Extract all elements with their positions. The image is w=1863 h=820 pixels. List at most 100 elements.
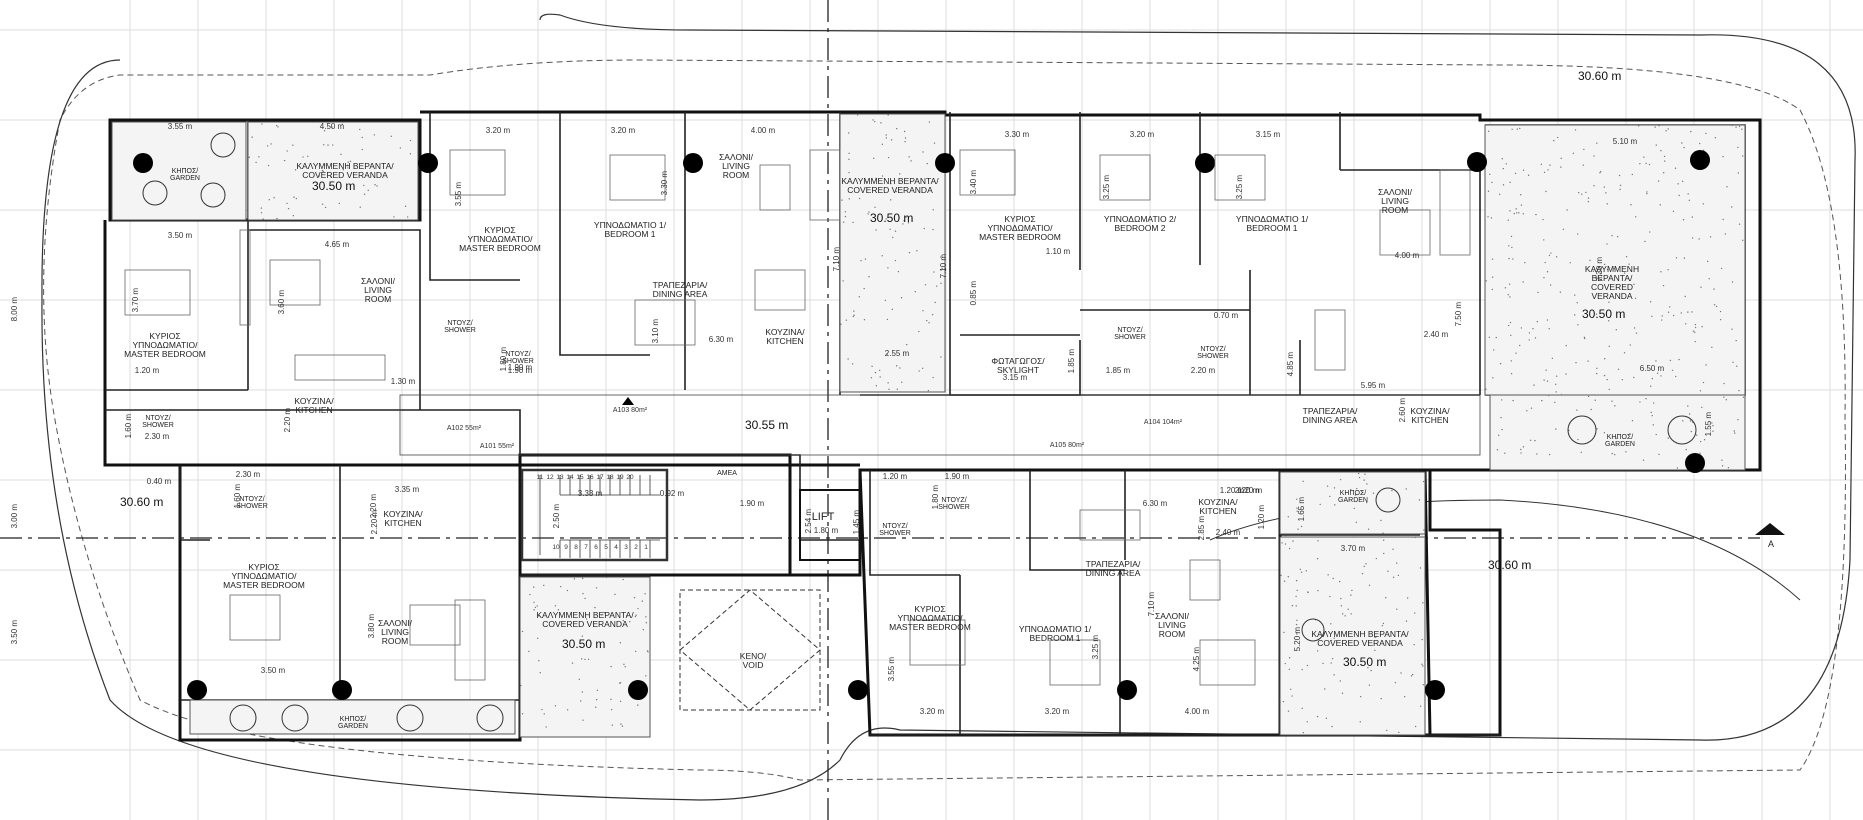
dim: 3.55 m	[167, 122, 193, 131]
hatch-dot	[374, 184, 376, 186]
hatch-dot	[1644, 240, 1646, 243]
hatch-dot	[1639, 401, 1641, 403]
hatch-dot	[853, 314, 855, 316]
hatch-dot	[1299, 568, 1301, 571]
dim: 1.90 m	[507, 363, 533, 372]
hatch-dot	[1616, 235, 1619, 238]
hatch-dot	[1546, 380, 1549, 382]
hatch-dot	[872, 157, 875, 159]
hatch-dot	[1509, 321, 1512, 324]
hatch-dot	[905, 216, 907, 218]
dim-v: 3.10 m	[651, 318, 661, 344]
room-shower-a102: ΝΤΟΥΖ/ SHOWER	[142, 415, 174, 430]
hatch-dot	[1364, 473, 1366, 475]
hatch-dot	[1643, 156, 1645, 158]
hatch-dot	[1363, 479, 1365, 481]
hatch-dot	[1383, 552, 1385, 555]
hatch-dot	[918, 330, 920, 333]
hatch-dot	[1614, 453, 1616, 456]
hatch-dot	[1385, 597, 1387, 599]
dim: 3.50 m	[167, 231, 193, 240]
hatch-dot	[644, 593, 646, 595]
hatch-dot	[341, 123, 343, 126]
tree	[229, 704, 257, 732]
hatch-dot	[1317, 590, 1319, 592]
hatch-dot	[1737, 172, 1740, 174]
hatch-dot	[1302, 480, 1304, 482]
hatch-dot	[1569, 262, 1571, 264]
hatch-dot	[521, 713, 524, 715]
dim-v: 1.80 m	[499, 346, 509, 372]
hatch-dot	[1283, 580, 1286, 582]
dim-v: 1.60 m	[233, 483, 243, 509]
hatch-dot	[1554, 383, 1557, 386]
hatch-dot	[634, 615, 637, 618]
hatch-dot	[933, 142, 936, 144]
hatch-dot	[323, 130, 326, 132]
hatch-dot	[1386, 729, 1388, 732]
hatch-dot	[1629, 344, 1631, 346]
hatch-dot	[276, 217, 278, 220]
hatch-dot	[1604, 358, 1606, 360]
hatch-dot	[520, 684, 522, 687]
hatch-dot	[1365, 562, 1367, 565]
hatch-dot	[533, 609, 535, 611]
hatch-dot	[1738, 125, 1741, 128]
hatch-dot	[603, 612, 606, 614]
hatch-dot	[1606, 378, 1608, 381]
hatch-dot	[1596, 428, 1598, 430]
dim-v: 7.30 m	[1595, 256, 1605, 282]
hatch-dot	[1559, 291, 1562, 293]
hatch-dot	[1737, 146, 1739, 149]
hatch-dot	[1518, 212, 1520, 214]
hatch-dot	[1674, 167, 1677, 169]
hatch-dot	[1731, 328, 1733, 330]
hatch-dot	[1705, 364, 1707, 366]
hatch-dot	[1690, 430, 1693, 433]
hatch-dot	[1301, 508, 1303, 511]
level-top-right: 30.60 m	[1578, 69, 1622, 83]
hatch-dot	[923, 227, 925, 230]
hatch-dot	[1639, 163, 1641, 165]
hatch-dot	[1549, 164, 1551, 166]
hatch-dot	[399, 147, 402, 149]
dim: 1.20 m	[134, 366, 160, 375]
hatch-dot	[324, 206, 327, 209]
hatch-dot	[1688, 413, 1691, 415]
column	[1425, 680, 1445, 700]
hatch-dot	[1599, 272, 1601, 275]
hatch-dot	[874, 120, 876, 123]
hatch-dot	[1557, 136, 1559, 139]
hatch-dot	[940, 256, 942, 258]
hatch-dot	[1577, 324, 1579, 326]
column	[628, 680, 648, 700]
dim: 3.30 m	[1004, 130, 1030, 139]
hatch-dot	[1515, 208, 1517, 210]
hatch-dot	[848, 158, 850, 161]
hatch-dot	[1306, 721, 1308, 723]
hatch-dot	[1615, 329, 1618, 331]
hatch-dot	[622, 578, 624, 581]
hatch-dot	[922, 151, 924, 153]
hatch-dot	[1361, 572, 1364, 575]
hatch-dot	[1635, 332, 1638, 334]
hatch-dot	[1284, 662, 1286, 665]
hatch-dot	[1515, 352, 1517, 354]
hatch-dot	[538, 660, 540, 662]
hatch-dot	[1496, 449, 1499, 451]
hatch-dot	[841, 199, 843, 201]
dim-v: 3.30 m	[660, 170, 670, 196]
tree	[1667, 415, 1697, 445]
hatch-dot	[1676, 467, 1679, 469]
hatch-dot	[251, 136, 253, 138]
dim: 0.92 m	[659, 489, 685, 498]
hatch-dot	[390, 135, 393, 137]
hatch-dot	[318, 175, 320, 177]
hatch-dot	[321, 169, 324, 172]
hatch-dot	[361, 136, 363, 139]
hatch-dot	[528, 650, 530, 653]
hatch-dot	[1382, 622, 1385, 625]
hatch-dot	[1397, 574, 1400, 577]
hatch-dot	[1574, 294, 1576, 296]
